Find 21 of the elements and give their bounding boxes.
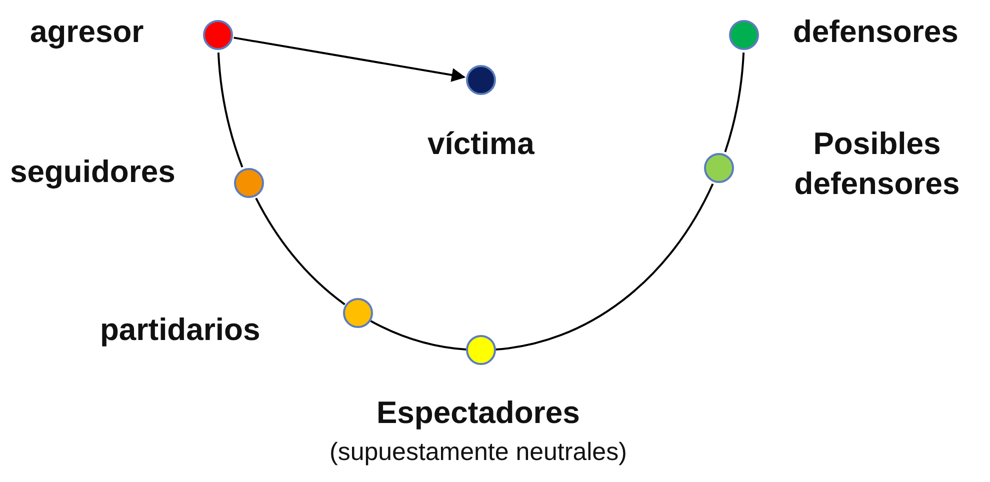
- node-label: Posibles defensores: [793, 125, 961, 204]
- node-label: seguidores: [10, 153, 176, 191]
- arc-line: [496, 183, 714, 350]
- circle-marker: [203, 20, 233, 50]
- node-label: (supuestamente neutrales): [330, 437, 627, 468]
- arc-line: [255, 198, 346, 306]
- circle-marker: [234, 168, 264, 198]
- node-label: víctima: [428, 125, 534, 163]
- node-label: Espectadores: [376, 394, 580, 432]
- node-label: agresor: [30, 13, 144, 51]
- arc-line: [370, 320, 466, 350]
- circle-marker: [466, 65, 496, 95]
- node-label: defensores: [793, 13, 958, 51]
- arc-line: [217, 52, 244, 168]
- circle-marker: [704, 153, 734, 184]
- arc-line: [724, 52, 745, 152]
- arrow: [234, 36, 466, 82]
- circle-marker: [342, 298, 373, 328]
- circle-marker: [729, 20, 759, 50]
- circle-marker: [466, 335, 496, 365]
- node-label: partidarios: [100, 311, 260, 349]
